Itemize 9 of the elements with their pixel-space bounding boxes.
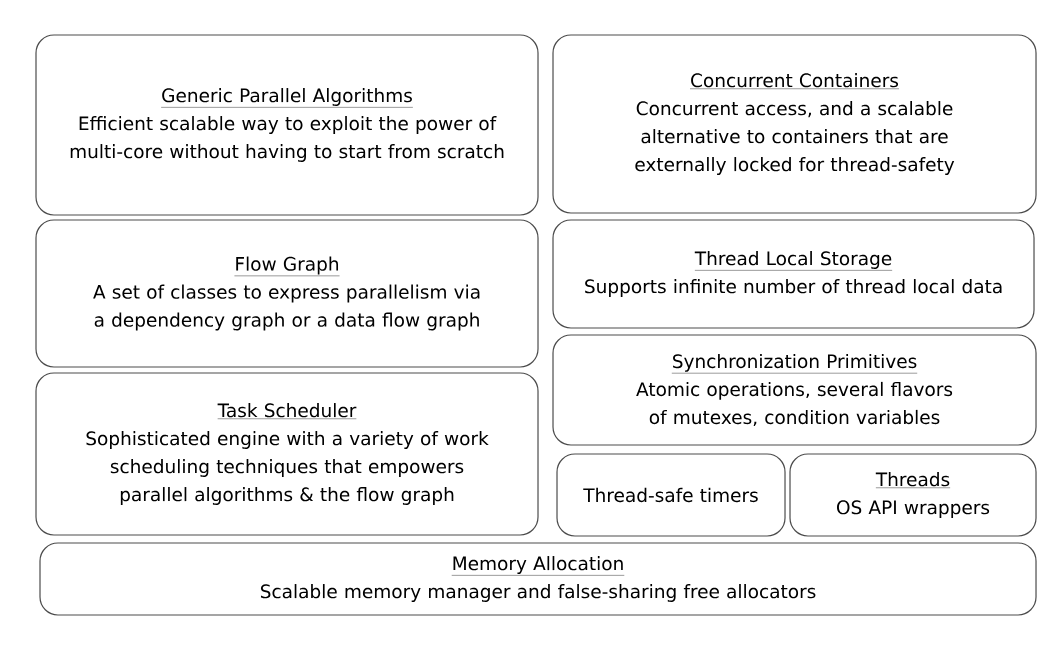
- component-box: Task Scheduler Sophisticated engine with a variety of work scheduling techniques that empowers parallel algorithms & the flow graph: [35, 372, 539, 536]
- component-box: Memory Allocation Scalable memory manager and false-sharing free allocators: [39, 542, 1037, 616]
- component-box: Threads OS API wrappers: [789, 453, 1037, 537]
- component-box: Synchronization Primitives Atomic operations, several flavors of mutexes, condition variables: [552, 334, 1037, 446]
- component-box: Thread Local Storage Supports infinite number of thread local data: [552, 219, 1035, 329]
- component-box: Concurrent Containers Concurrent access, and a scalable alternative to containers that are externally locked for thread-safety: [552, 34, 1037, 214]
- component-box: Generic Parallel Algorithms Efficient scalable way to exploit the power of multi-core without having to start from scratch: [35, 34, 539, 216]
- component-box: Thread-safe timers: [556, 453, 786, 537]
- component-box: Flow Graph A set of classes to express parallelism via a dependency graph or a data flow graph: [35, 219, 539, 368]
